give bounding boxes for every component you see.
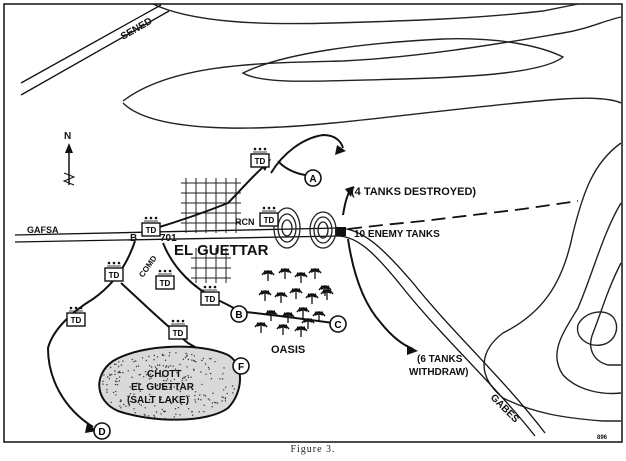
sened-label: SENED [119, 16, 154, 43]
chott-label-1: CHOTT [147, 369, 181, 380]
position-letter: B [235, 310, 242, 321]
palm-tree-icon [254, 322, 268, 333]
enemy-tanks-note: 10 ENEMY TANKS [354, 229, 440, 240]
oasis-label: OASIS [271, 344, 305, 356]
td-unit-label: TD [264, 216, 275, 225]
td-unit-label: TD [160, 279, 171, 288]
position-marker-a: A [304, 169, 322, 187]
td-unit-label: TD [173, 329, 184, 338]
rcn-label: RCN [235, 217, 255, 227]
withdraw-note-1: (6 TANKS [417, 354, 463, 365]
td-unit-label: TD [146, 226, 157, 235]
palm-tree-icon [274, 292, 288, 303]
palm-tree-icon [264, 310, 278, 321]
map-border [3, 3, 623, 443]
position-letter: D [98, 427, 105, 438]
td-unit-symbol: TD [250, 147, 270, 168]
terrain-contours [122, 3, 622, 422]
palm-tree-icon [278, 268, 292, 279]
palm-tree-icon [281, 312, 295, 323]
withdraw-note-2: WITHDRAW) [409, 367, 468, 378]
map-drawing: N TD TD TD TD TD TD TD TD SENED GAFSA EL GUETTA… [3, 3, 623, 443]
position-marker-d: D [93, 422, 111, 440]
north-label: N [64, 131, 71, 142]
td-unit-label: TD [205, 295, 216, 304]
roads [14, 4, 579, 437]
salt-lake-texture [102, 352, 235, 420]
palm-tree-icon [312, 311, 326, 322]
palm-tree-icon [261, 270, 275, 281]
unit-b-label: B [130, 233, 137, 244]
td-unit-symbol: TD [104, 261, 124, 282]
unit-701-label: 701 [160, 233, 177, 244]
td-unit-symbol: TD [259, 206, 279, 227]
palm-tree-icon [318, 285, 332, 296]
td-unit-symbol: TD [141, 216, 161, 237]
td-unit-label: TD [109, 271, 120, 280]
enemy-tanks-marker [335, 227, 346, 236]
position-letter: C [334, 320, 341, 331]
td-unit-symbol: TD [155, 269, 175, 290]
palm-tree-icon [301, 318, 315, 329]
chott-label-3: (SALT LAKE) [127, 395, 189, 406]
tanks-destroyed-note: (4 TANKS DESTROYED) [351, 186, 476, 198]
td-unit-symbol: TD [168, 319, 188, 340]
palm-tree-icon [305, 293, 319, 304]
map-code: 896 [597, 435, 608, 441]
palm-tree-icon [296, 307, 310, 318]
palm-tree-icon [320, 289, 334, 300]
palm-tree-icon [289, 288, 303, 299]
el-guettar-label: EL GUETTAR [174, 242, 269, 259]
chott-label-2: EL GUETTAR [131, 382, 195, 393]
position-marker-c: C [329, 315, 347, 333]
oasis-palms [254, 268, 334, 337]
palm-tree-icon [294, 326, 308, 337]
destroyed-tanks-rings [273, 207, 337, 249]
salt-lake [98, 345, 241, 421]
position-marker-b: B [230, 305, 248, 323]
position-marker-f: F [232, 357, 250, 375]
palm-tree-icon [308, 268, 322, 279]
north-arrow-icon [62, 143, 76, 186]
position-letter: A [309, 174, 316, 185]
td-unit-label: TD [255, 157, 266, 166]
td-units: TD TD TD TD TD TD TD TD [66, 147, 279, 340]
town-grid [181, 178, 241, 283]
figure-caption: Figure 3. [290, 444, 336, 455]
td-unit-label: TD [71, 316, 82, 325]
palm-tree-icon [258, 290, 272, 301]
td-unit-symbol: TD [200, 285, 220, 306]
palm-tree-icon [276, 324, 290, 335]
position-letter: F [238, 362, 244, 373]
palm-tree-icon [294, 272, 308, 283]
td-unit-symbol: TD [66, 306, 86, 327]
gafsa-label: GAFSA [27, 225, 59, 235]
battle-map: N TD TD TD TD TD TD TD TD SENED GAFSA EL GUETTA… [3, 3, 623, 443]
position-markers: A B C D F [93, 169, 347, 440]
